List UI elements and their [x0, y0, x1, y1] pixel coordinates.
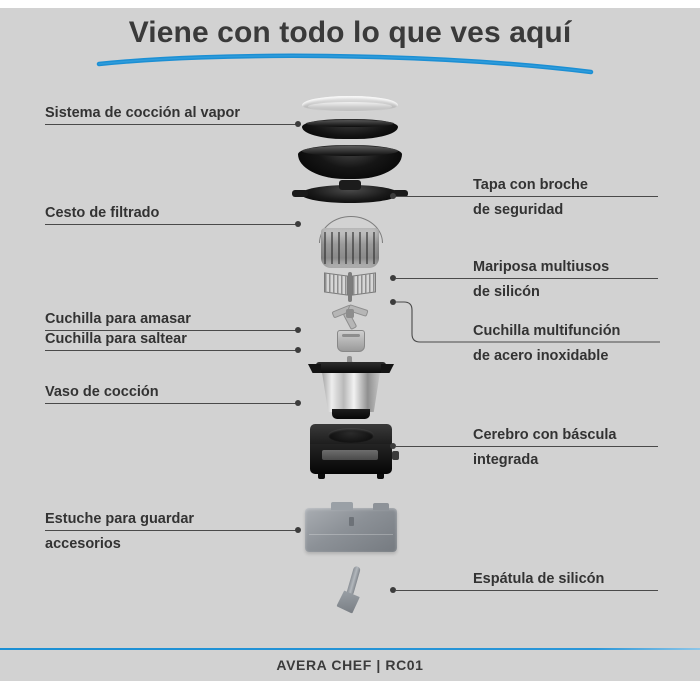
top-margin-strip	[0, 0, 700, 8]
callout-line: de silicón	[473, 284, 540, 300]
jar-handle-left-icon	[308, 364, 321, 373]
leader-dot-knead-blade	[295, 327, 301, 333]
clasp-lid-icon	[292, 180, 408, 203]
leader-dot-saute-blade	[295, 347, 301, 353]
callout-label-saute-blade: Cuchilla para saltear	[45, 330, 187, 349]
whisk-wing-right-icon	[352, 272, 376, 296]
base-foot-right-icon	[377, 474, 384, 479]
footer-divider	[0, 648, 700, 650]
leader-line-knead-blade	[45, 330, 297, 331]
callout-line: Cerebro con báscula	[473, 427, 617, 443]
callout-label-cooking-jar: Vaso de cocción	[45, 383, 159, 402]
bottom-margin-strip	[0, 681, 700, 700]
leader-line-safety-lid	[396, 196, 658, 197]
whisk-wing-left-icon	[324, 272, 348, 296]
leader-dot-storage-case	[295, 527, 301, 533]
callout-line: de acero inoxidable	[473, 348, 609, 364]
case-latch-icon	[349, 517, 354, 526]
base-foot-left-icon	[318, 474, 325, 479]
leader-line-spatula	[396, 590, 658, 591]
callout-label-filter-basket: Cesto de filtrado	[45, 204, 159, 223]
callout-label-steam-system: Sistema de cocción al vapor	[45, 104, 240, 123]
callout-line: Sistema de cocción al vapor	[45, 105, 241, 121]
filter-basket-icon	[321, 228, 379, 268]
jar-base-icon	[332, 409, 370, 419]
leader-line-storage-case	[45, 530, 297, 531]
case-seam-icon	[309, 534, 393, 535]
footer-product-name: AVERA CHEF | RC01	[276, 657, 424, 673]
callout-line: Cesto de filtrado	[45, 205, 160, 221]
callout-label-brain-scale: Cerebro con báscula integrada	[473, 426, 616, 470]
lid-wing-right-icon	[392, 190, 408, 197]
leader-line-cooking-jar	[45, 403, 297, 404]
callout-label-safety-lid: Tapa con broche de seguridad	[473, 176, 588, 220]
jar-rim-icon	[316, 362, 386, 373]
leader-line-brain-scale	[396, 446, 658, 447]
leader-line-steam-system	[45, 124, 297, 125]
page-title: Viene con todo lo que ves aquí	[128, 16, 572, 49]
callout-line: Cuchilla multifunción	[473, 323, 621, 339]
spatula-head-icon	[336, 590, 361, 615]
callout-line: Cuchilla para amasar	[45, 311, 191, 327]
callout-line: integrada	[473, 452, 539, 468]
callout-line: Espátula de silicón	[473, 571, 605, 587]
base-ring-icon	[328, 428, 374, 443]
kneading-blade-icon	[337, 330, 365, 352]
callout-line: de seguridad	[473, 202, 564, 218]
whisk-stem-icon	[348, 272, 352, 302]
base-knob-icon	[392, 451, 399, 460]
steamer-bowl-icon	[298, 145, 402, 179]
leader-dot-steam-system	[295, 121, 301, 127]
callout-label-knead-blade: Cuchilla para amasar	[45, 310, 191, 329]
leader-dot-cooking-jar	[295, 400, 301, 406]
base-unit-icon	[306, 424, 399, 482]
lid-wing-left-icon	[292, 190, 308, 197]
leader-dot-safety-lid	[390, 193, 396, 199]
callout-label-multi-blade: Cuchilla multifunción de acero inoxidabl…	[473, 322, 620, 366]
callout-line: Estuche para guardar	[45, 511, 195, 527]
case-tab-icon	[373, 503, 389, 510]
title-underline-swoosh	[96, 53, 594, 75]
callout-label-storage-case: Estuche para guardar accesorios	[45, 510, 194, 554]
leader-dot-brain-scale	[390, 443, 396, 449]
leader-line-butterfly-whisk	[396, 278, 658, 279]
basket-mesh-icon	[324, 232, 376, 264]
leader-dot-spatula	[390, 587, 396, 593]
cooking-jar-icon	[308, 362, 394, 419]
base-display-icon	[322, 450, 378, 460]
steamer-lid-icon	[302, 96, 398, 112]
spatula-handle-icon	[346, 565, 361, 597]
leader-line-filter-basket	[45, 224, 297, 225]
case-notch-icon	[331, 502, 353, 510]
storage-case-icon	[305, 502, 397, 552]
callout-line: Cuchilla para saltear	[45, 331, 187, 347]
butterfly-whisk-icon	[324, 272, 376, 302]
leader-line-multi-blade	[396, 301, 660, 343]
jar-body-icon	[321, 366, 381, 412]
saute-blade-icon	[331, 304, 369, 331]
callout-line: Tapa con broche	[473, 177, 588, 193]
callout-line: Vaso de cocción	[45, 384, 159, 400]
callout-label-butterfly-whisk: Mariposa multiusos de silicón	[473, 258, 609, 302]
leader-dot-butterfly-whisk	[390, 275, 396, 281]
jar-handle-right-icon	[381, 364, 394, 373]
callout-line: accesorios	[45, 536, 121, 552]
leader-dot-multi-blade	[390, 299, 396, 305]
callout-label-spatula: Espátula de silicón	[473, 570, 604, 589]
leader-line-saute-blade	[45, 350, 297, 351]
steamer-tray-icon	[302, 119, 398, 139]
leader-dot-filter-basket	[295, 221, 301, 227]
silicone-spatula-icon	[336, 565, 364, 615]
callout-line: Mariposa multiusos	[473, 259, 610, 275]
